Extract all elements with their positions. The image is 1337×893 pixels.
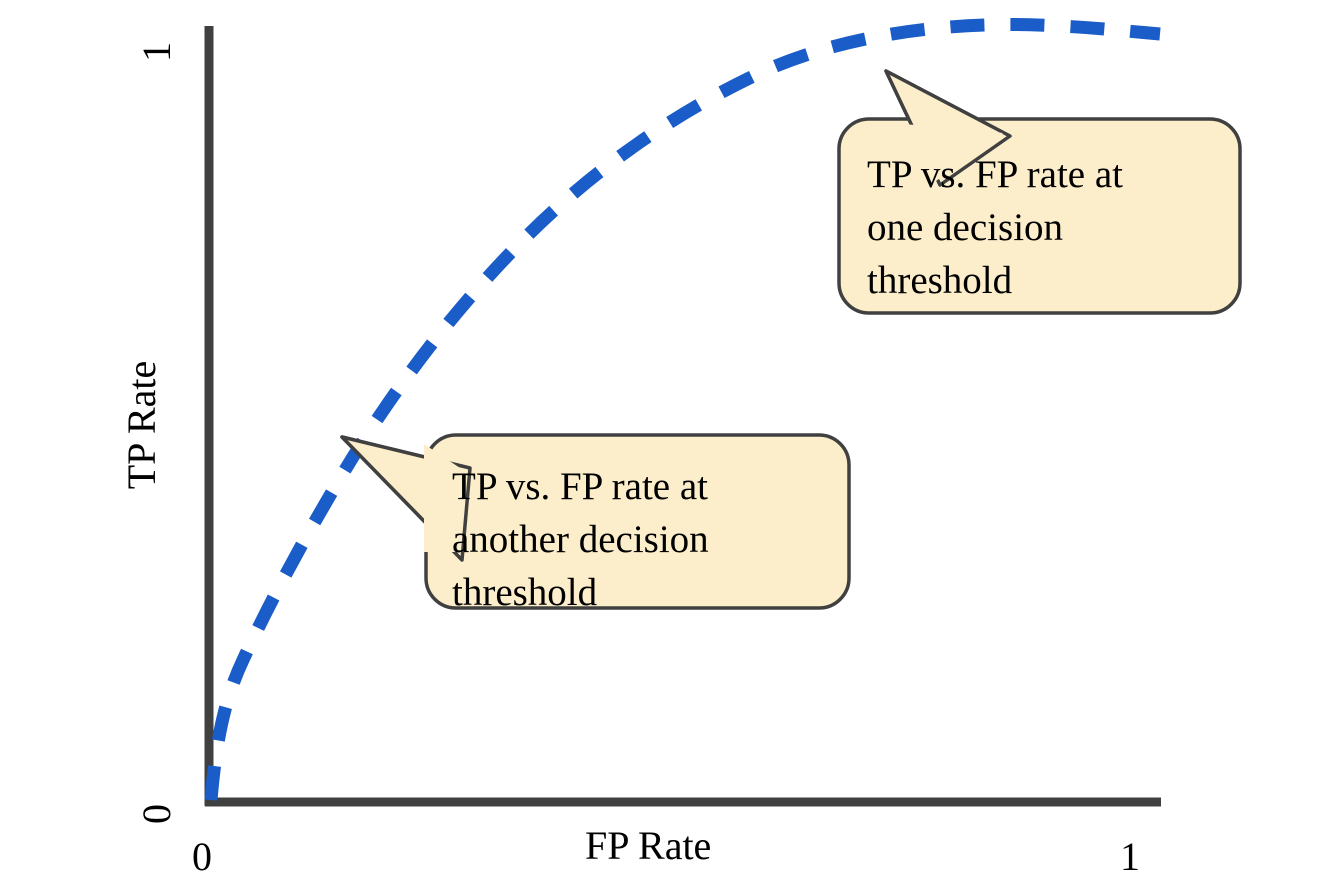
callout-lower-tail-seam-mask bbox=[424, 444, 466, 552]
callout-lower[interactable] bbox=[340, 433, 851, 610]
y-axis-tick-max: 1 bbox=[134, 42, 179, 62]
callout-upper[interactable] bbox=[837, 69, 1242, 315]
callout-upper-tail-seam-mask bbox=[893, 123, 1003, 181]
y-axis-tick-min: 0 bbox=[134, 804, 179, 824]
x-axis-label: FP Rate bbox=[585, 823, 712, 868]
x-axis-tick-min: 0 bbox=[192, 834, 212, 879]
y-axis-label: TP Rate bbox=[119, 360, 164, 490]
axis-lines bbox=[204, 26, 1161, 807]
callout-lower-label: TP vs. FP rate at another decision thres… bbox=[452, 465, 709, 614]
callout-upper-label: TP vs. FP rate at one decision threshold bbox=[867, 153, 1124, 302]
x-axis-tick-max: 1 bbox=[1120, 834, 1140, 879]
